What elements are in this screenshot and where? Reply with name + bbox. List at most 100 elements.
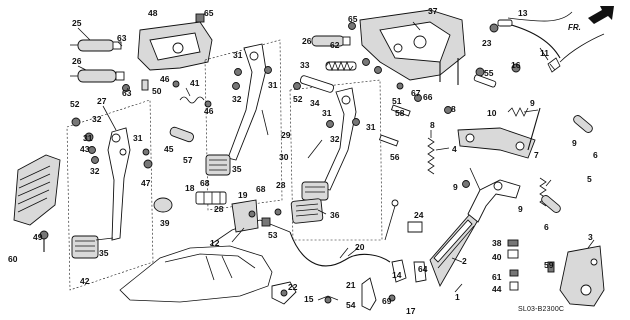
label-35b: 35 <box>232 164 242 174</box>
spring-5 <box>539 177 547 207</box>
label-47: 47 <box>141 178 151 188</box>
spring-4 <box>427 130 435 175</box>
label-58: 58 <box>395 108 405 118</box>
label-9d: 9 <box>518 204 523 214</box>
label-30: 30 <box>279 152 289 162</box>
cover-3 <box>559 245 605 307</box>
label-31f: 31 <box>366 122 376 132</box>
bracket-7 <box>457 107 541 159</box>
pedal-bracket-48 <box>137 13 213 71</box>
car-outline <box>119 245 273 303</box>
label-31: 31 <box>83 133 93 143</box>
label-24: 24 <box>414 210 424 220</box>
label-9c: 9 <box>572 138 577 148</box>
clip-18 <box>195 191 227 205</box>
label-57: 57 <box>183 155 193 165</box>
bracket-19 <box>231 199 282 233</box>
label-69: 69 <box>382 296 392 306</box>
label-6b: 6 <box>544 222 549 232</box>
cable-13 <box>489 11 605 73</box>
fr-arrow <box>588 6 614 24</box>
label-32b: 32 <box>90 166 100 176</box>
brake-pedal <box>71 127 131 259</box>
label-60: 60 <box>8 254 18 264</box>
label-31c: 31 <box>233 50 243 60</box>
label-45: 45 <box>164 144 174 154</box>
label-40: 40 <box>492 252 502 262</box>
label-2: 2 <box>462 256 467 266</box>
label-65: 65 <box>204 8 214 18</box>
accel-pedal-2 <box>429 213 479 288</box>
spring-33 <box>325 58 382 74</box>
label-28b: 28 <box>276 180 286 190</box>
label-37: 37 <box>428 6 438 16</box>
label-34: 34 <box>310 98 320 108</box>
right-small-parts <box>378 63 555 291</box>
label-17: 17 <box>406 306 416 316</box>
label-31b: 31 <box>133 133 143 143</box>
accel-arm-1 <box>467 167 521 223</box>
clutch-pedal <box>205 43 272 176</box>
label-22: 22 <box>288 282 298 292</box>
bottom-center-parts <box>271 221 427 311</box>
label-67: 67 <box>411 88 421 98</box>
pedal-30 <box>301 87 360 201</box>
label-27: 27 <box>97 96 107 106</box>
label-49: 49 <box>33 232 43 242</box>
label-42: 42 <box>80 276 90 286</box>
spring-10 <box>507 107 529 117</box>
label-1: 1 <box>455 292 460 302</box>
label-11: 11 <box>540 48 549 58</box>
label-15: 15 <box>304 294 314 304</box>
part-labels: 25 63 26 63 50 27 52 32 31 31 43 32 47 4… <box>8 6 598 316</box>
label-21: 21 <box>346 280 356 290</box>
label-48: 48 <box>148 8 158 18</box>
rod-34 <box>293 75 335 93</box>
brake-pedal-pad <box>71 235 99 259</box>
clutch-pedal-box <box>204 39 283 211</box>
label-56: 56 <box>390 152 400 162</box>
label-53: 53 <box>268 230 278 240</box>
label-9: 9 <box>453 182 458 192</box>
label-33: 33 <box>300 60 310 70</box>
label-5: 5 <box>587 174 592 184</box>
label-16: 16 <box>511 60 521 70</box>
spring-41 <box>172 80 212 108</box>
label-18: 18 <box>185 183 195 193</box>
label-43: 43 <box>80 144 90 154</box>
leader-lines <box>77 21 595 293</box>
label-12: 12 <box>210 238 220 248</box>
label-31e: 31 <box>322 108 332 118</box>
label-9b: 9 <box>530 98 535 108</box>
label-63: 63 <box>117 33 127 43</box>
switch-26-right <box>311 22 356 47</box>
label-54: 54 <box>346 300 356 310</box>
label-32: 32 <box>92 114 102 124</box>
label-31d: 31 <box>268 80 278 90</box>
label-41: 41 <box>190 78 200 88</box>
label-14: 14 <box>392 270 402 280</box>
pad-39 <box>153 197 173 213</box>
label-52b: 52 <box>293 94 303 104</box>
label-26: 26 <box>72 56 82 66</box>
label-32c: 32 <box>232 94 242 104</box>
label-29: 29 <box>281 130 291 140</box>
small-bolts-left <box>39 117 194 252</box>
label-13: 13 <box>518 8 528 18</box>
label-10: 10 <box>487 108 497 118</box>
label-20: 20 <box>355 242 365 252</box>
label-65b: 65 <box>348 14 358 24</box>
label-36: 36 <box>330 210 340 220</box>
label-8: 8 <box>451 104 456 114</box>
label-35: 35 <box>99 248 109 258</box>
label-38: 38 <box>492 238 502 248</box>
pedal-cover-49 <box>13 154 61 226</box>
label-23: 23 <box>482 38 492 48</box>
rollers-6 <box>541 115 593 213</box>
stopper-36 <box>290 198 324 224</box>
label-25: 25 <box>72 18 82 28</box>
brake-pedal-box <box>66 99 154 291</box>
accelerator-box <box>289 79 383 241</box>
